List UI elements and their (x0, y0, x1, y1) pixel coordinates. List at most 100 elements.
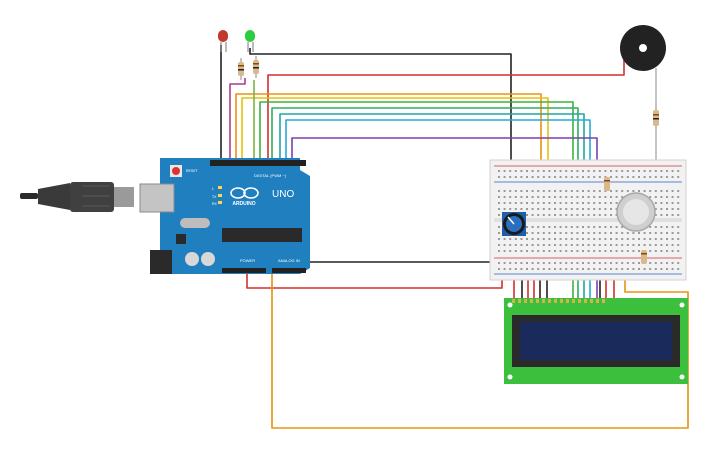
breadboard-hole[interactable] (666, 190, 668, 192)
breadboard-hole[interactable] (654, 208, 657, 210)
breadboard-hole[interactable] (638, 268, 640, 270)
breadboard-hole[interactable] (520, 176, 523, 178)
breadboard-hole[interactable] (660, 196, 663, 198)
breadboard-hole[interactable] (671, 208, 674, 210)
wire-black-led-gnd[interactable] (249, 48, 512, 162)
breadboard-hole[interactable] (526, 214, 528, 216)
breadboard-hole[interactable] (582, 244, 584, 246)
breadboard-hole[interactable] (526, 196, 528, 198)
breadboard-hole[interactable] (621, 190, 624, 192)
breadboard-hole[interactable] (654, 170, 657, 172)
breadboard-hole[interactable] (498, 202, 500, 204)
breadboard-hole[interactable] (565, 196, 568, 198)
breadboard-hole[interactable] (548, 170, 551, 172)
lcd-pin[interactable] (524, 299, 527, 303)
breadboard-hole[interactable] (677, 268, 680, 270)
breadboard-hole[interactable] (660, 176, 663, 178)
breadboard-hole[interactable] (615, 268, 618, 270)
breadboard-hole[interactable] (666, 238, 668, 240)
breadboard-hole[interactable] (514, 208, 517, 210)
breadboard-hole[interactable] (526, 238, 528, 240)
breadboard-hole[interactable] (498, 196, 500, 198)
breadboard-hole[interactable] (565, 190, 568, 192)
breadboard-hole[interactable] (514, 196, 517, 198)
breadboard-hole[interactable] (610, 196, 612, 198)
breadboard-hole[interactable] (587, 232, 590, 234)
breadboard-hole[interactable] (621, 226, 624, 228)
breadboard-hole[interactable] (649, 268, 652, 270)
breadboard-hole[interactable] (582, 202, 584, 204)
breadboard-resistor-2[interactable] (641, 250, 647, 264)
breadboard-hole[interactable] (598, 202, 601, 204)
breadboard-hole[interactable] (576, 208, 579, 210)
breadboard-hole[interactable] (531, 268, 534, 270)
breadboard-hole[interactable] (565, 262, 568, 264)
breadboard-hole[interactable] (576, 244, 579, 246)
breadboard-hole[interactable] (621, 262, 624, 264)
breadboard-hole[interactable] (526, 244, 528, 246)
breadboard-hole[interactable] (666, 244, 668, 246)
breadboard-hole[interactable] (654, 176, 657, 178)
breadboard-hole[interactable] (498, 262, 500, 264)
breadboard-hole[interactable] (660, 238, 663, 240)
breadboard-hole[interactable] (582, 190, 584, 192)
breadboard-hole[interactable] (610, 170, 612, 172)
breadboard-hole[interactable] (677, 262, 680, 264)
breadboard-hole[interactable] (671, 226, 674, 228)
breadboard-hole[interactable] (615, 262, 618, 264)
breadboard-hole[interactable] (537, 190, 540, 192)
breadboard-hole[interactable] (570, 208, 573, 210)
led-resistor-2[interactable] (253, 56, 259, 78)
breadboard-hole[interactable] (498, 176, 500, 178)
breadboard-hole[interactable] (514, 170, 517, 172)
breadboard-hole[interactable] (537, 170, 540, 172)
breadboard-hole[interactable] (498, 170, 500, 172)
breadboard-hole[interactable] (598, 208, 601, 210)
breadboard-hole[interactable] (587, 170, 590, 172)
breadboard-hole[interactable] (542, 250, 545, 252)
breadboard-hole[interactable] (615, 226, 618, 228)
breadboard-hole[interactable] (626, 250, 629, 252)
breadboard-hole[interactable] (559, 226, 562, 228)
breadboard-hole[interactable] (570, 268, 573, 270)
breadboard-hole[interactable] (666, 250, 668, 252)
breadboard-hole[interactable] (576, 170, 579, 172)
breadboard-hole[interactable] (537, 226, 540, 228)
breadboard-hole[interactable] (671, 170, 674, 172)
breadboard-hole[interactable] (548, 208, 551, 210)
breadboard-hole[interactable] (559, 190, 562, 192)
breadboard-hole[interactable] (593, 262, 596, 264)
breadboard-hole[interactable] (626, 176, 629, 178)
breadboard-hole[interactable] (576, 196, 579, 198)
breadboard-hole[interactable] (638, 176, 640, 178)
wire-orange-lcd[interactable] (235, 93, 542, 190)
breadboard-hole[interactable] (632, 176, 635, 178)
breadboard-hole[interactable] (509, 208, 512, 210)
breadboard-hole[interactable] (565, 226, 568, 228)
breadboard-hole[interactable] (520, 244, 523, 246)
breadboard-hole[interactable] (520, 250, 523, 252)
breadboard-hole[interactable] (660, 170, 663, 172)
breadboard-hole[interactable] (570, 196, 573, 198)
breadboard-hole[interactable] (604, 196, 607, 198)
breadboard-hole[interactable] (610, 190, 612, 192)
breadboard-hole[interactable] (604, 268, 607, 270)
breadboard-hole[interactable] (654, 250, 657, 252)
breadboard-hole[interactable] (582, 176, 584, 178)
breadboard-hole[interactable] (570, 190, 573, 192)
breadboard-hole[interactable] (570, 244, 573, 246)
breadboard-hole[interactable] (554, 244, 556, 246)
breadboard-hole[interactable] (514, 202, 517, 204)
breadboard-hole[interactable] (570, 238, 573, 240)
breadboard-hole[interactable] (587, 196, 590, 198)
breadboard-hole[interactable] (666, 214, 668, 216)
breadboard-hole[interactable] (514, 244, 517, 246)
breadboard-hole[interactable] (649, 226, 652, 228)
breadboard-hole[interactable] (677, 244, 680, 246)
breadboard-hole[interactable] (548, 226, 551, 228)
breadboard-hole[interactable] (598, 262, 601, 264)
breadboard-hole[interactable] (649, 196, 652, 198)
breadboard-hole[interactable] (542, 226, 545, 228)
breadboard-hole[interactable] (598, 268, 601, 270)
breadboard-hole[interactable] (576, 250, 579, 252)
